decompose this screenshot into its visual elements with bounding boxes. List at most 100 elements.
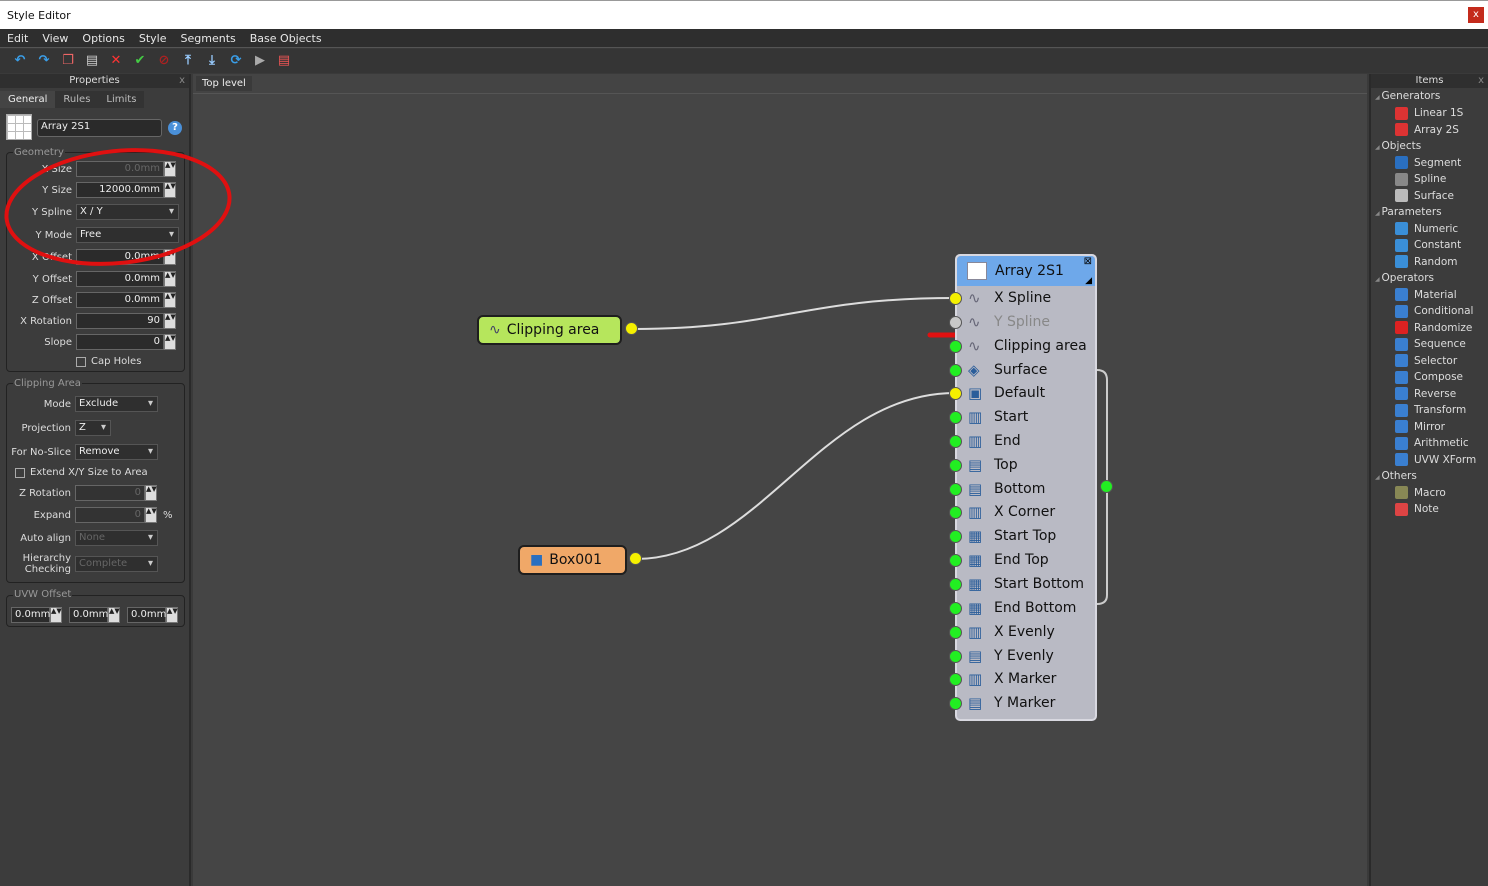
port-connector[interactable] — [949, 339, 962, 353]
array-2s1-node[interactable]: Array 2S1 ⊠ ◢ — [955, 254, 1097, 721]
item-note[interactable]: Note — [1395, 502, 1439, 516]
port-y-evenly[interactable]: ▤Y Evenly — [940, 647, 1054, 665]
slope-input[interactable]: 0 — [76, 334, 164, 350]
uvw-w-input[interactable]: 0.0mm — [127, 607, 166, 623]
close-window-button[interactable]: x — [1468, 7, 1484, 23]
category-objects[interactable]: Objects — [1375, 140, 1422, 152]
port-connector[interactable] — [949, 291, 962, 305]
move-bottom-icon[interactable]: ⤓ — [209, 53, 215, 68]
port-surface[interactable]: ◈Surface — [940, 361, 1047, 379]
item-randomize[interactable]: Randomize — [1395, 321, 1472, 334]
port-top[interactable]: ▤Top — [940, 456, 1018, 474]
canvas-area[interactable] — [193, 93, 1367, 886]
item-conditional[interactable]: Conditional — [1395, 304, 1473, 318]
x-rotation-input[interactable]: 90 — [76, 313, 164, 329]
node-close-icon[interactable]: ⊠ — [1083, 256, 1092, 267]
menu-options[interactable]: Options — [82, 32, 125, 45]
port-x-evenly[interactable]: ▥X Evenly — [940, 623, 1055, 641]
tab-limits[interactable]: Limits — [98, 91, 145, 108]
item-constant[interactable]: Constant — [1395, 238, 1461, 252]
item-arithmetic[interactable]: Arithmetic — [1395, 436, 1469, 450]
y-spline-dropdown[interactable]: X / Y — [76, 204, 179, 220]
array-node-header[interactable]: Array 2S1 ⊠ ◢ — [957, 256, 1095, 286]
uvw-u-input[interactable]: 0.0mm — [11, 607, 50, 623]
array-output-port[interactable] — [1100, 480, 1113, 493]
port-end-bottom[interactable]: ▦End Bottom — [940, 599, 1076, 617]
menu-style[interactable]: Style — [138, 32, 167, 45]
item-material[interactable]: Material — [1395, 288, 1457, 301]
port-end-top[interactable]: ▦End Top — [940, 551, 1049, 569]
item-uvw-xform[interactable]: UVW XForm — [1395, 453, 1476, 466]
box001-node[interactable]: ■Box001 — [518, 545, 627, 575]
item-macro[interactable]: Macro — [1395, 486, 1446, 499]
move-top-icon[interactable]: ⤒ — [185, 53, 191, 68]
port-connector[interactable] — [949, 672, 962, 686]
port-connector[interactable] — [949, 315, 962, 329]
tab-top-level[interactable]: Top level — [196, 76, 252, 91]
hierarchy-dropdown[interactable]: Complete — [75, 556, 158, 572]
x-rotation-spinner[interactable]: ▲▼ — [164, 313, 176, 329]
z-offset-spinner[interactable]: ▲▼ — [164, 292, 176, 308]
tab-general[interactable]: General — [0, 91, 56, 108]
item-surface[interactable]: Surface — [1395, 189, 1454, 202]
category-generators[interactable]: Generators — [1375, 90, 1441, 102]
port-connector[interactable] — [949, 458, 962, 472]
y-offset-spinner[interactable]: ▲▼ — [164, 271, 176, 287]
auto-align-dropdown[interactable]: None — [75, 530, 158, 546]
y-mode-dropdown[interactable]: Free — [76, 227, 179, 243]
uvw-w-spinner[interactable]: ▲▼ — [166, 607, 178, 623]
y-size-input[interactable]: 12000.0mm — [76, 182, 164, 198]
category-others[interactable]: Others — [1375, 470, 1417, 482]
port-connector[interactable] — [949, 410, 962, 424]
port-connector[interactable] — [949, 649, 962, 663]
z-offset-input[interactable]: 0.0mm — [76, 292, 164, 308]
item-transform[interactable]: Transform — [1395, 403, 1466, 417]
item-mirror[interactable]: Mirror — [1395, 420, 1445, 433]
item-segment[interactable]: Segment — [1395, 156, 1461, 169]
port-connector[interactable] — [949, 482, 962, 496]
port-connector[interactable] — [949, 625, 962, 639]
undo-icon[interactable]: ↶ — [14, 53, 26, 68]
category-parameters[interactable]: Parameters — [1375, 206, 1442, 218]
menu-segments[interactable]: Segments — [180, 32, 236, 45]
item-linear-1s[interactable]: Linear 1S — [1395, 106, 1463, 120]
extend-checkbox[interactable] — [15, 467, 25, 478]
port-clipping-area[interactable]: ∿Clipping area — [940, 337, 1087, 355]
expand-spinner[interactable]: ▲▼ — [145, 507, 157, 523]
port-connector[interactable] — [949, 577, 962, 591]
help-icon[interactable]: ? — [168, 121, 182, 135]
x-size-input[interactable]: 0.0mm — [76, 161, 164, 177]
port-connector[interactable] — [949, 434, 962, 448]
export-icon[interactable]: ▶ — [255, 53, 265, 68]
uvw-u-spinner[interactable]: ▲▼ — [50, 607, 62, 623]
port-x-spline[interactable]: ∿X Spline — [940, 289, 1051, 307]
slope-spinner[interactable]: ▲▼ — [164, 334, 176, 350]
box001-output-port[interactable] — [629, 552, 642, 565]
uvw-v-input[interactable]: 0.0mm — [69, 607, 108, 623]
no-slice-dropdown[interactable]: Remove — [75, 444, 158, 460]
expand-input[interactable]: 0 — [75, 507, 145, 523]
menu-view[interactable]: View — [42, 32, 69, 45]
apply-icon[interactable]: ✔ — [134, 53, 146, 68]
redo-icon[interactable]: ↷ — [38, 53, 50, 68]
port-y-spline[interactable]: ∿Y Spline — [940, 313, 1050, 331]
z-rotation-spinner[interactable]: ▲▼ — [145, 485, 157, 501]
port-connector[interactable] — [949, 601, 962, 615]
item-reverse[interactable]: Reverse — [1395, 387, 1456, 400]
port-start[interactable]: ▥Start — [940, 408, 1028, 426]
object-name-input[interactable]: Array 2S1 — [37, 119, 162, 137]
menu-edit[interactable]: Edit — [7, 32, 29, 45]
note-icon[interactable]: ▤ — [277, 53, 291, 68]
paste-icon[interactable]: ▤ — [85, 53, 99, 68]
clipping-area-output-port[interactable] — [625, 322, 638, 335]
collapse-icon[interactable]: ◢ — [1085, 276, 1092, 286]
port-connector[interactable] — [949, 363, 962, 377]
port-end[interactable]: ▥End — [940, 432, 1021, 450]
item-compose[interactable]: Compose — [1395, 370, 1463, 384]
stop-icon[interactable]: ⊘ — [158, 53, 170, 68]
port-y-marker[interactable]: ▤Y Marker — [940, 694, 1055, 712]
y-offset-input[interactable]: 0.0mm — [76, 271, 164, 287]
cap-holes-checkbox[interactable] — [76, 356, 86, 367]
port-connector[interactable] — [949, 386, 962, 400]
category-operators[interactable]: Operators — [1375, 272, 1434, 284]
